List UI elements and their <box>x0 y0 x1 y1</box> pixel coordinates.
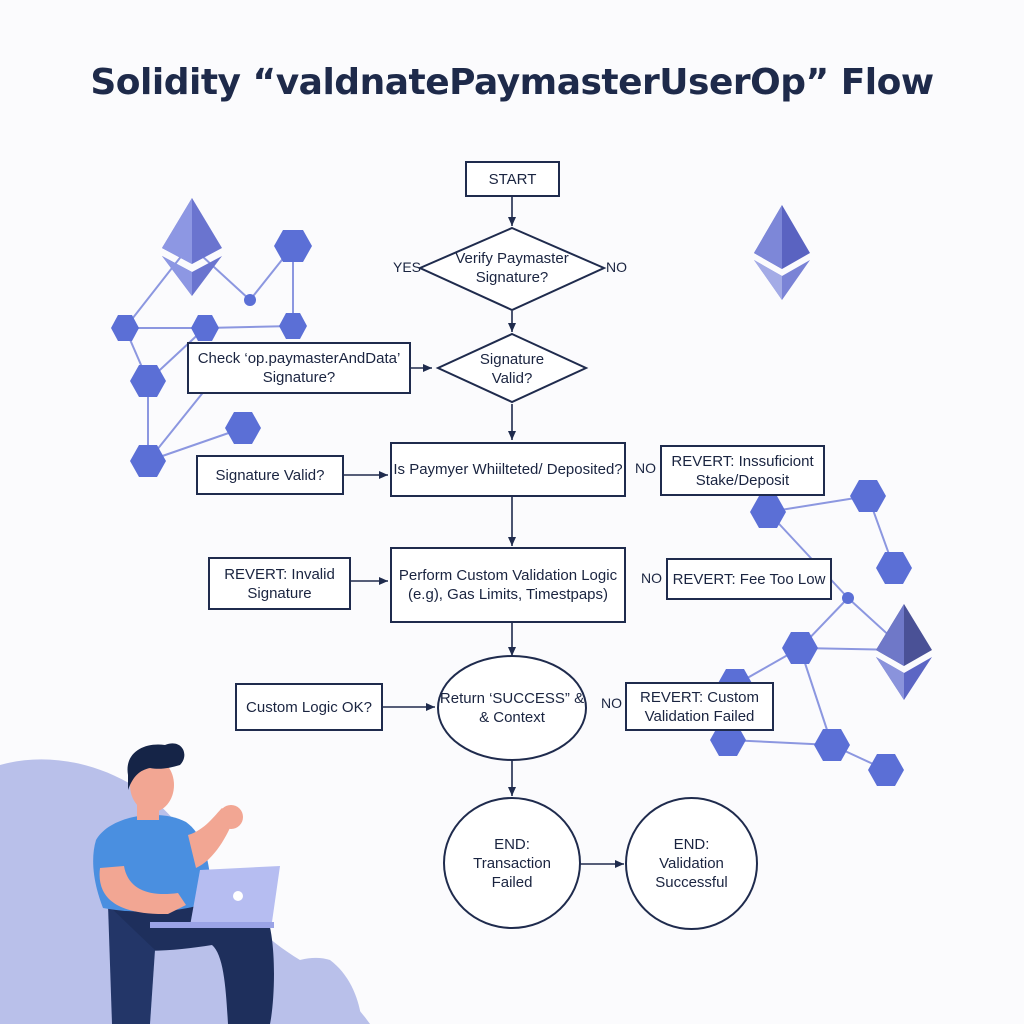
verify-signature-text: Verify Paymaster Signature? <box>455 250 569 286</box>
return-no-label: NO <box>601 695 622 711</box>
signature-valid-diamond-text: Signature Valid? <box>479 351 545 387</box>
revert-stake-node: REVERT: Inssuficiont Stake/Deposit <box>660 445 825 496</box>
whitelisted-node: Is Paymyer Whiilteted/ Deposited? <box>390 442 626 497</box>
signature-valid-box: Signature Valid? <box>196 455 344 495</box>
page-title: Solidity “valdnatePaymasterUserOp” Flow <box>90 62 934 103</box>
ethereum-icon <box>876 604 932 700</box>
start-node: START <box>465 161 560 197</box>
custom-validation-node: Perform Custom Validation Logic (e.g), G… <box>390 547 626 623</box>
developer-illustration <box>93 743 280 1024</box>
verify-yes-label: YES <box>393 259 422 275</box>
custom-logic-ok-node: Custom Logic OK? <box>235 683 383 731</box>
verify-signature-diamond <box>417 226 607 312</box>
verify-no-label: NO <box>606 259 627 275</box>
network-nodes-right <box>710 480 912 786</box>
ethereum-icon <box>754 205 810 300</box>
ethereum-icon <box>162 198 222 296</box>
revert-fee-node: REVERT: Fee Too Low <box>666 558 832 600</box>
end-failed-node: END: Transaction Failed <box>443 797 581 929</box>
network-nodes-top-left <box>111 230 312 477</box>
whitelist-no-label: NO <box>635 460 656 476</box>
connectors <box>343 196 624 868</box>
return-success-node: Return ‘SUCCESS” & & Context <box>437 655 587 761</box>
revert-custom-node: REVERT: Custom Validation Failed <box>625 682 774 731</box>
signature-valid-diamond <box>435 332 589 404</box>
check-paymaster-data-node: Check ‘op.paymasterAndData’ Signature? <box>187 342 411 394</box>
revert-invalid-signature-node: REVERT: Invalid Signature <box>208 557 351 610</box>
end-success-node: END: Validation Successful <box>625 797 758 930</box>
validation-no-label: NO <box>641 570 662 586</box>
